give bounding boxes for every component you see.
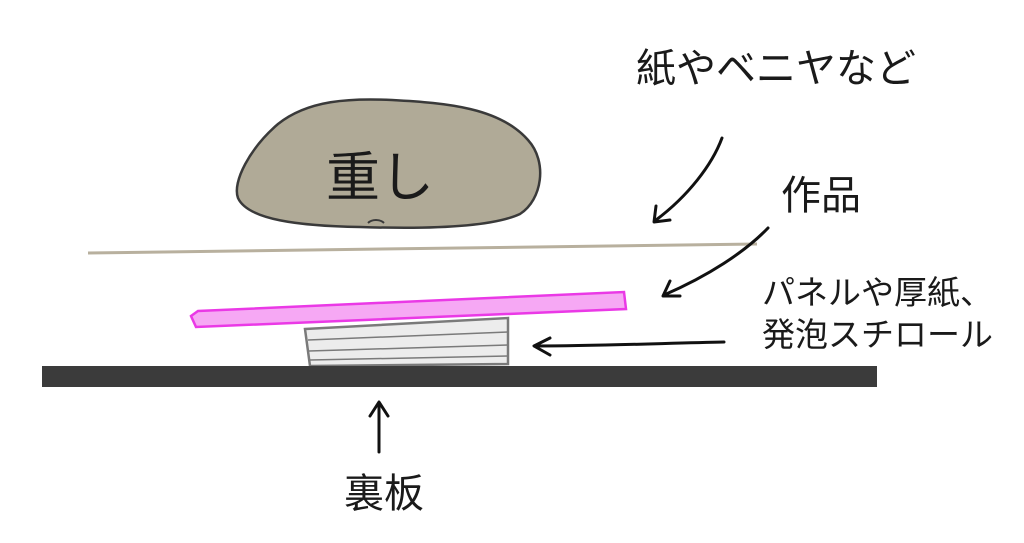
support-block	[303, 316, 510, 368]
arrow-to-backboard	[368, 400, 390, 454]
weight-stone	[235, 98, 542, 230]
support-label-line1: パネルや厚紙、	[762, 273, 993, 312]
artwork-label: 作品	[781, 173, 861, 219]
cover-label: 紙やベニヤなど	[636, 46, 916, 92]
weight-crack	[367, 219, 385, 224]
weight-label: 重し	[326, 146, 434, 209]
arrow-to-cover	[652, 136, 724, 224]
support-label-line2: 発泡スチロール	[762, 315, 993, 354]
cover-sheet	[87, 242, 758, 255]
backboard	[42, 366, 877, 387]
artwork-sheet	[189, 290, 628, 329]
arrow-to-artwork	[661, 226, 770, 298]
backboard-label: 裏板	[344, 471, 424, 517]
arrow-to-support	[532, 336, 726, 357]
